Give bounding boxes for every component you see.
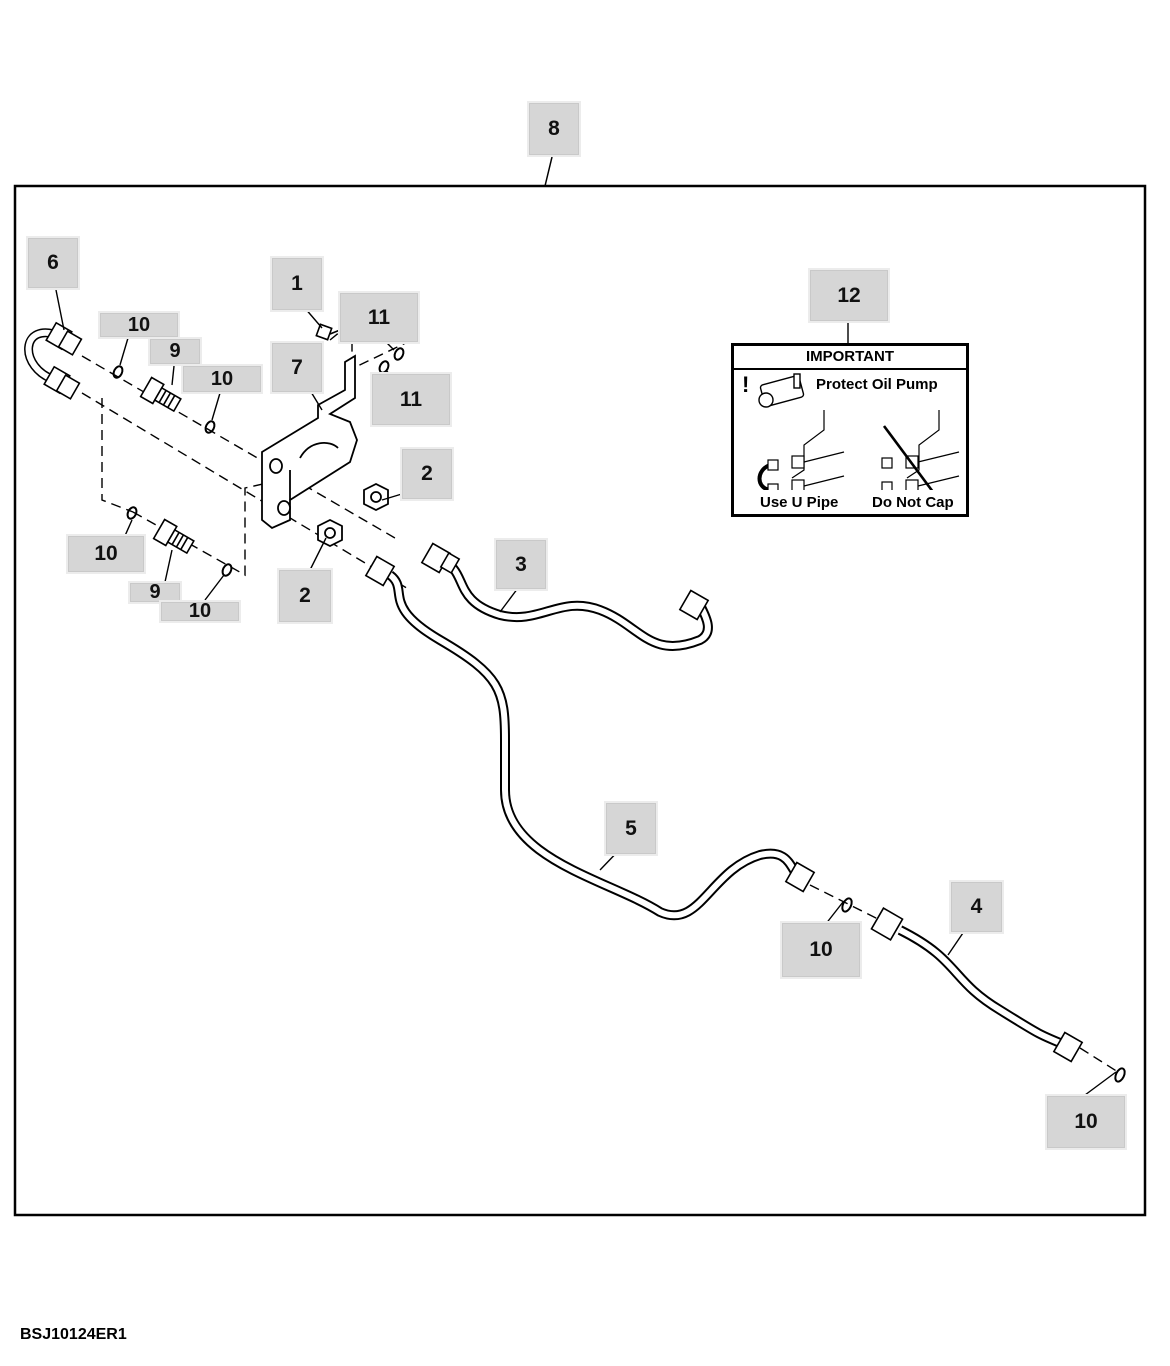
callout-10-top-left[interactable]: 10 — [98, 311, 180, 339]
callout-10-mid[interactable]: 10 — [780, 921, 862, 979]
adapters-part-9 — [139, 376, 195, 555]
u-pipe-part-6 — [24, 321, 83, 400]
callout-7[interactable]: 7 — [270, 341, 324, 394]
callout-2-top[interactable]: 2 — [400, 447, 454, 501]
callout-1[interactable]: 1 — [270, 256, 324, 312]
decal-exclamation: ! — [742, 372, 750, 397]
do-not-cap-icon — [881, 410, 960, 490]
use-u-pipe-icon — [757, 410, 845, 490]
bolt-part-1 — [315, 323, 341, 341]
important-decal-label: IMPORTANT ! Protect Oil Pump Use U Pipe … — [731, 343, 969, 517]
decal-illustrations — [757, 373, 960, 490]
oil-pump-icon — [758, 373, 805, 408]
callout-6[interactable]: 6 — [26, 236, 80, 290]
decal-right-caption: Do Not Cap — [872, 494, 954, 511]
decal-title: IMPORTANT — [734, 346, 966, 370]
callout-9-bottom[interactable]: 9 — [128, 581, 182, 604]
callout-3[interactable]: 3 — [494, 538, 548, 591]
callout-5[interactable]: 5 — [604, 801, 658, 856]
callout-10-left[interactable]: 10 — [66, 534, 146, 574]
callout-10-top-mid[interactable]: 10 — [181, 364, 263, 394]
decal-left-caption: Use U Pipe — [760, 494, 839, 511]
callout-9-top[interactable]: 9 — [148, 337, 202, 366]
callout-8[interactable]: 8 — [527, 101, 581, 157]
callout-11-top[interactable]: 11 — [338, 291, 420, 344]
nuts-part-2 — [317, 482, 389, 548]
callout-12[interactable]: 12 — [808, 268, 890, 323]
callout-11-bottom[interactable]: 11 — [370, 372, 452, 427]
callout-10-bottom-right[interactable]: 10 — [1045, 1094, 1127, 1150]
pipe-part-3 — [420, 542, 713, 651]
pipe-part-4 — [870, 907, 1084, 1063]
pipe-part-5 — [364, 555, 816, 921]
figure-code: BSJ10124ER1 — [20, 1326, 127, 1343]
callout-10-bottom-left[interactable]: 10 — [159, 600, 241, 623]
decal-warning-text: Protect Oil Pump — [816, 376, 938, 393]
callout-2-bottom[interactable]: 2 — [277, 568, 333, 624]
callout-4[interactable]: 4 — [949, 880, 1004, 934]
bracket-part-7 — [261, 354, 358, 530]
diagram-frame — [13, 184, 1147, 1217]
leader-8 — [544, 156, 553, 187]
